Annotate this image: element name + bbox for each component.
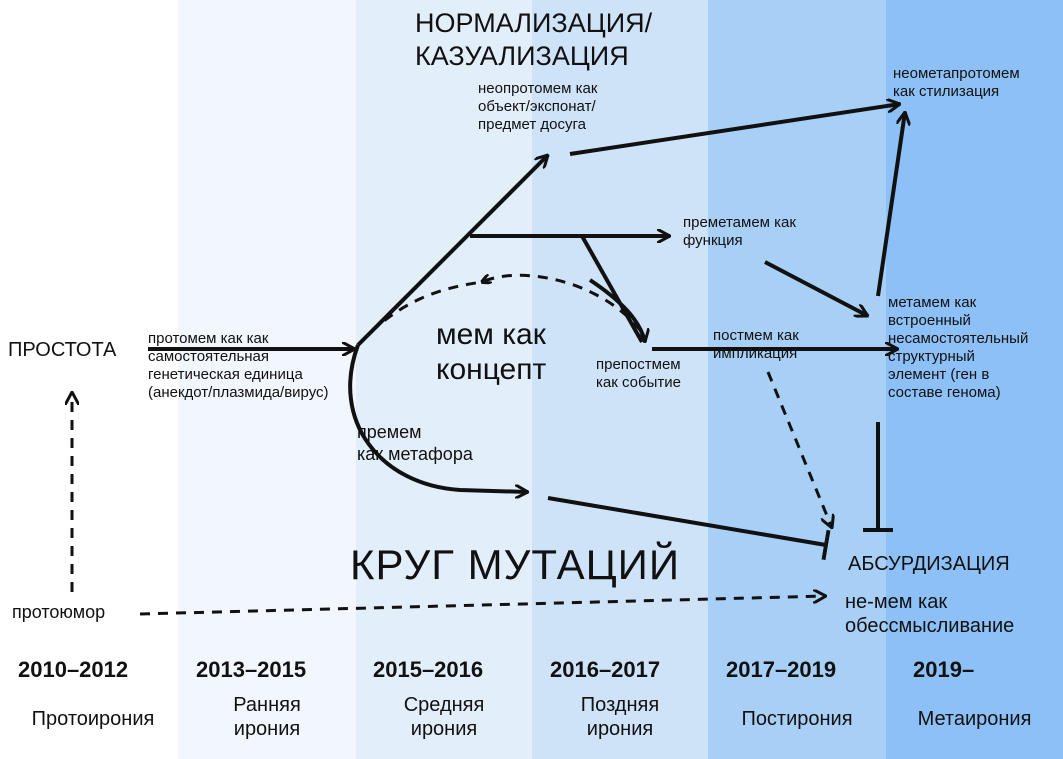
node-protomem: протомем как как самостоятельная генетич… bbox=[148, 330, 329, 401]
era-band-1 bbox=[0, 0, 178, 759]
node-prostota: ПРОСТОТА bbox=[8, 339, 117, 361]
timeline-years-1: 2010–2012 bbox=[18, 657, 129, 682]
label-krug-mutaciy: КРУГ МУТАЦИЙ bbox=[350, 541, 681, 588]
timeline-era-1: Протоирония bbox=[31, 708, 155, 730]
timeline-era-2: Ранняя ирония bbox=[233, 694, 301, 740]
arrow-neoprotomem-to-neometaprotomem bbox=[569, 104, 900, 156]
arrow-circle-to-neoprotomem bbox=[356, 155, 548, 347]
dashed-arrow-postmem-to-absurd bbox=[766, 371, 832, 528]
node-metamem: метамем как встроенный несамостоятельный… bbox=[888, 294, 1029, 401]
node-prepostmem: препостмем как событие bbox=[596, 356, 681, 391]
node-protohumor: протоюмор bbox=[12, 602, 106, 622]
dashed-arc-circle-top bbox=[356, 280, 483, 347]
timeline-years-5: 2017–2019 bbox=[726, 657, 837, 682]
node-premem: премем как метафора bbox=[357, 422, 473, 464]
title-casualization: КАЗУАЛИЗАЦИЯ bbox=[415, 41, 629, 71]
dashed-arrow-protohumor-to-nemem bbox=[139, 596, 826, 616]
timeline-era-4: Поздняя ирония bbox=[580, 694, 660, 740]
arrow-premetamem-to-metamem bbox=[764, 260, 868, 318]
era-band-6 bbox=[886, 0, 1063, 759]
timeline-years-3: 2015–2016 bbox=[373, 657, 484, 682]
timeline-years-4: 2016–2017 bbox=[550, 657, 661, 682]
timeline-era-6: Метаирония bbox=[917, 708, 1032, 730]
era-band-4 bbox=[532, 0, 708, 759]
arrow-branch-to-prepostmem bbox=[580, 235, 644, 343]
node-premetamem: преметамем как функция bbox=[683, 214, 796, 249]
era-band-2 bbox=[178, 0, 356, 759]
node-neoprotomem: неопротомем как объект/экспонат/ предмет… bbox=[478, 80, 598, 133]
timeline-years-2: 2013–2015 bbox=[196, 657, 307, 682]
era-band-5 bbox=[708, 0, 886, 759]
timeline-years-6: 2019– bbox=[913, 657, 975, 682]
timeline-era-3: Средняя ирония bbox=[403, 694, 485, 740]
title-normalization: НОРМАЛИЗАЦИЯ/ bbox=[415, 8, 653, 38]
arrow-metamem-to-neometaprotomem bbox=[876, 112, 905, 297]
mutation-circle-right bbox=[588, 278, 645, 342]
node-neometaprotomem: неометапротомем как стилизация bbox=[893, 65, 1020, 100]
timeline-era-5: Постирония bbox=[741, 708, 853, 730]
era-band-3 bbox=[356, 0, 532, 759]
mutation-circle-lower bbox=[348, 344, 528, 492]
node-postmem: постмем как импликация bbox=[713, 327, 799, 362]
node-absurd: АБСУРДИЗАЦИЯ bbox=[848, 553, 1010, 575]
node-nemem: не-мем как обессмысливание bbox=[845, 591, 1015, 637]
arrow-premem-to-absurd bbox=[547, 496, 831, 561]
node-mem-concept: мем как концепт bbox=[436, 318, 547, 386]
dashed-arc-prepostmem-to-circle bbox=[482, 275, 642, 331]
